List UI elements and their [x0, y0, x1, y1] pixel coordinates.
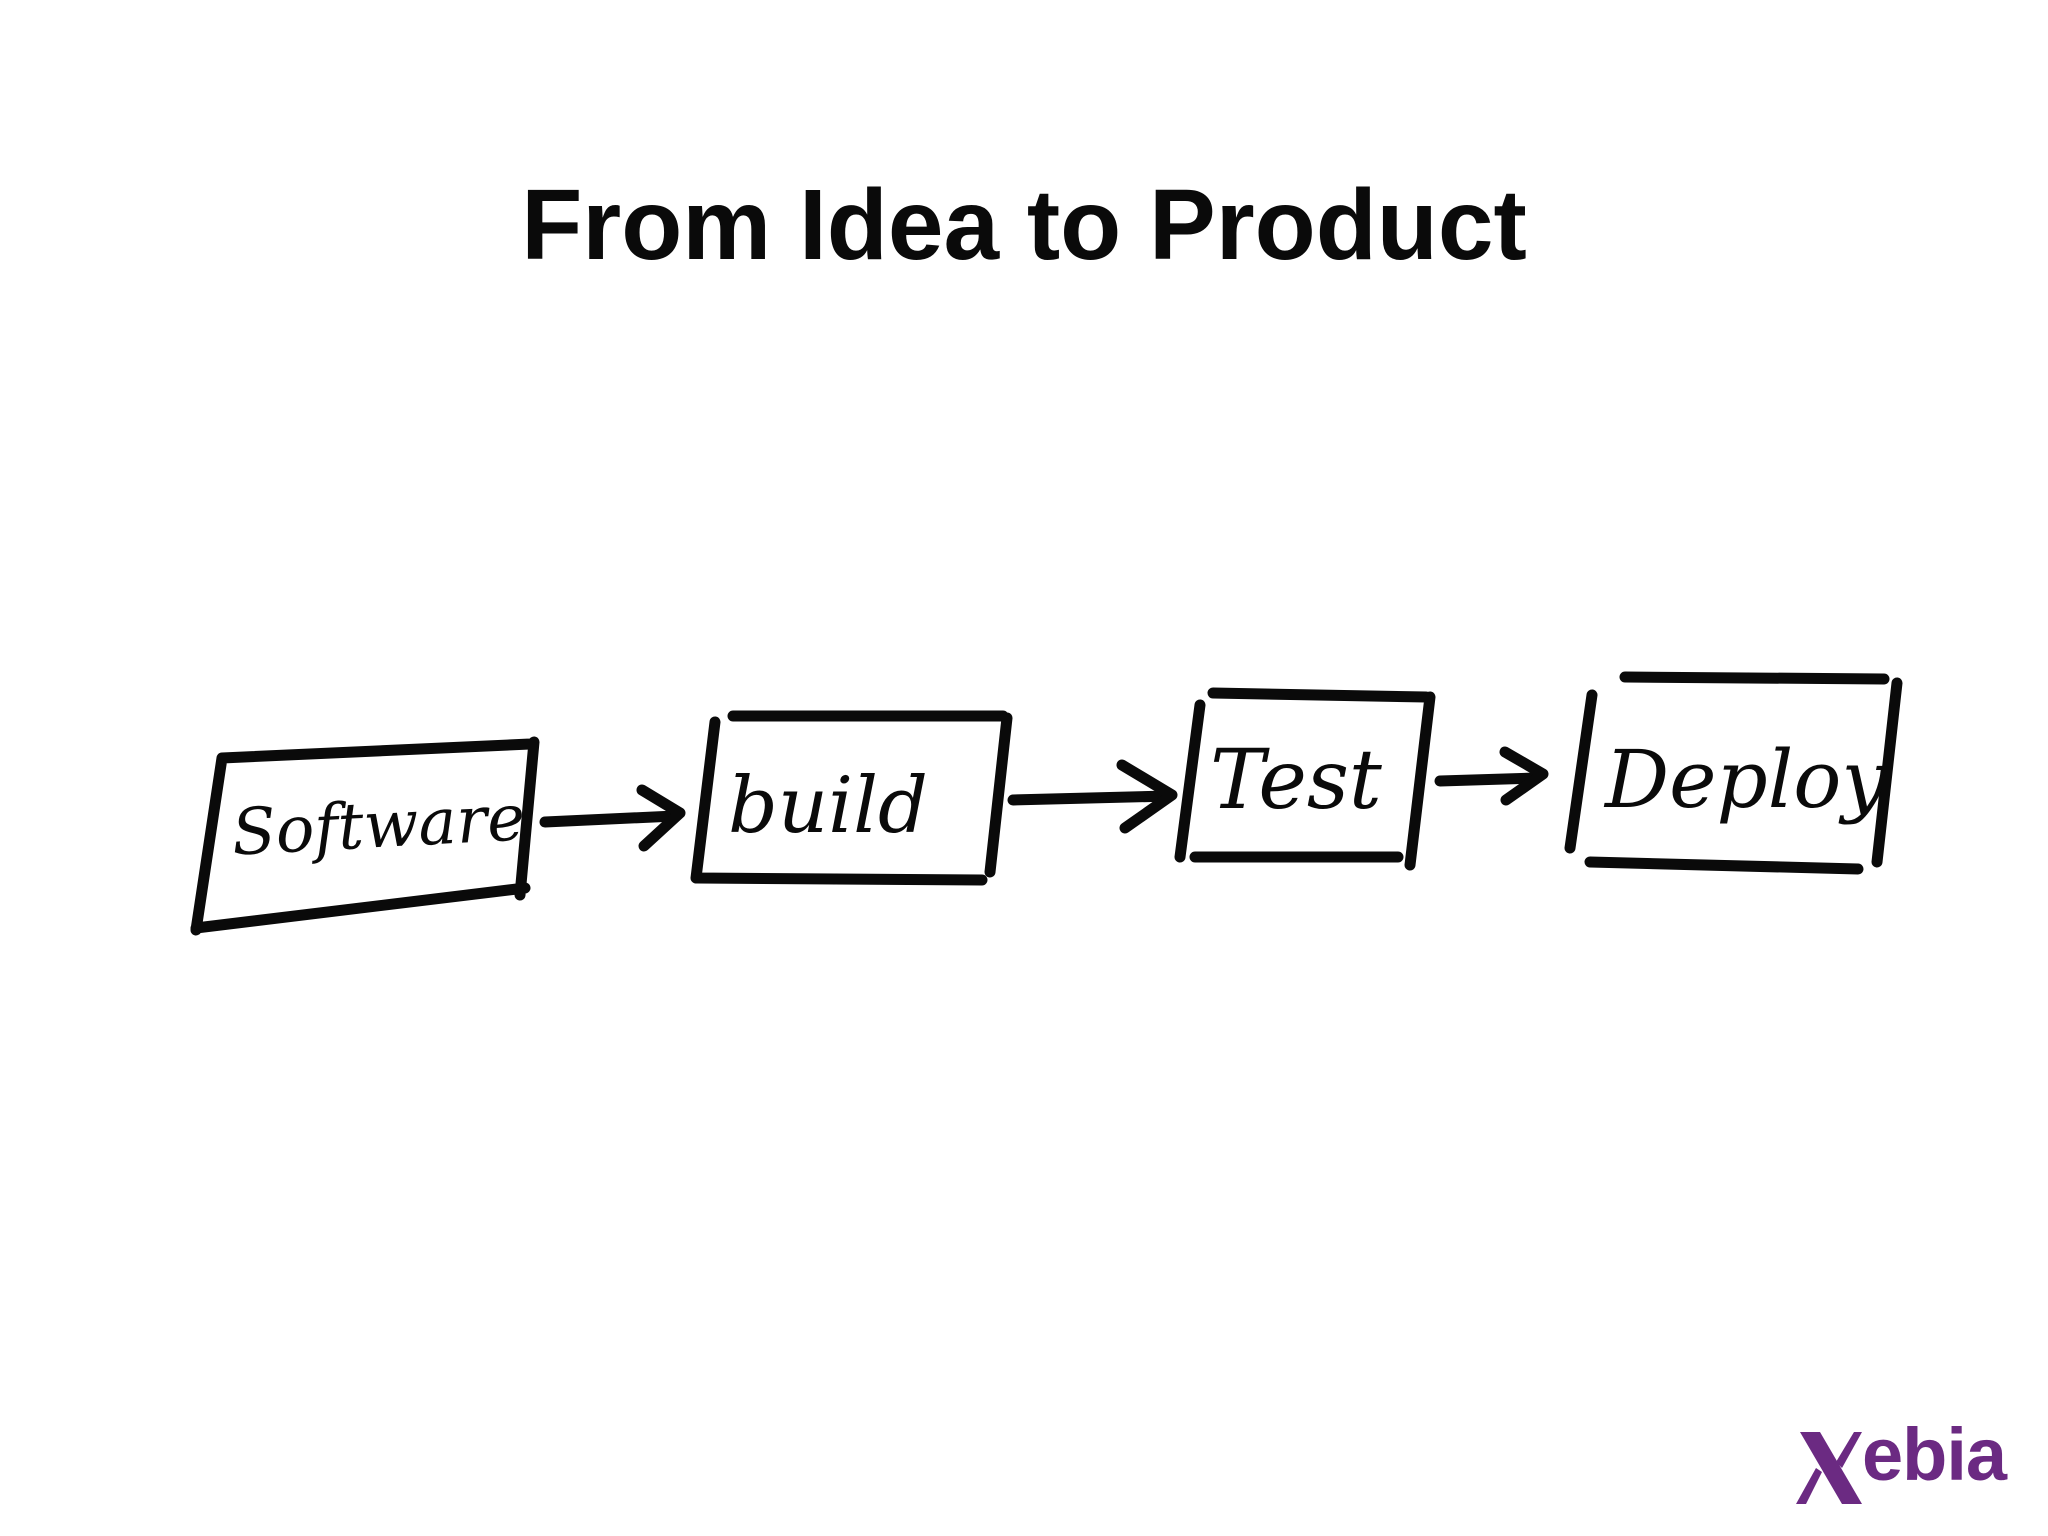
step-software-box	[190, 736, 540, 936]
step-build: build	[690, 710, 1013, 886]
step-deploy: Deploy	[1564, 671, 1903, 875]
step-software: Software	[190, 736, 540, 936]
step-build-label: build	[728, 761, 928, 851]
step-deploy-box	[1564, 671, 1903, 875]
xebia-logo-mark-icon	[1796, 1432, 1862, 1504]
step-test-box	[1174, 687, 1436, 871]
step-deploy-label: Deploy	[1603, 733, 1888, 826]
arrow-test-to-deploy	[1434, 746, 1549, 806]
step-software-label: Software	[230, 781, 527, 870]
step-build-box	[690, 710, 1013, 886]
slide-title: From Idea to Product	[521, 169, 1527, 281]
xebia-logo-text: ebia	[1862, 1413, 2007, 1496]
step-test: Test	[1174, 687, 1436, 871]
arrow-build-to-test	[1007, 759, 1178, 834]
step-test-label: Test	[1210, 733, 1383, 828]
arrow-software-to-build	[539, 784, 686, 852]
